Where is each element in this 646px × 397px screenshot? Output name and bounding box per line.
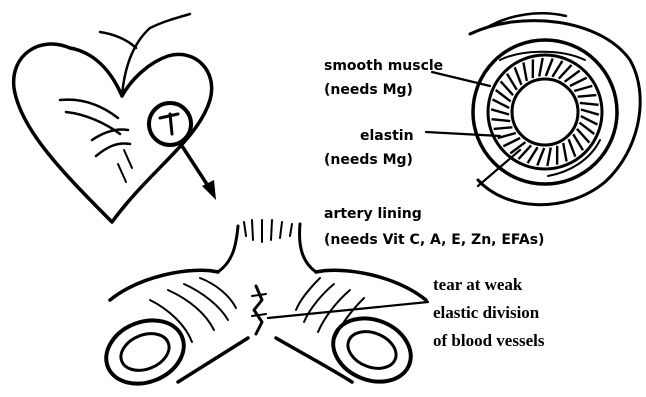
elastin-ring <box>491 58 599 166</box>
elastin-fiber <box>528 147 538 163</box>
elastin-fiber <box>581 116 598 125</box>
elastin-fiber <box>552 61 562 77</box>
elastin-fiber <box>523 63 526 82</box>
tear-label-line-1: tear at weak <box>433 275 523 294</box>
smooth-muscle-label: smooth muscle <box>324 58 443 74</box>
elastin-fiber <box>563 143 566 162</box>
elastin-fiber <box>546 59 553 77</box>
elastin-label: elastin <box>360 128 414 144</box>
smooth-muscle-note: (needs Mg) <box>324 82 413 98</box>
elastin-fiber <box>501 81 513 95</box>
elastin-fiber <box>580 103 599 105</box>
elastin-fiber <box>565 71 580 82</box>
elastin-fiber <box>577 129 590 143</box>
tear-label-line-3: of blood vessels <box>433 331 545 350</box>
elastin-fiber <box>492 119 511 121</box>
heart-icon <box>14 14 216 222</box>
elastin-fiber <box>578 95 597 97</box>
elastin-fiber <box>581 110 599 115</box>
elastin-fiber <box>503 138 520 146</box>
elastin-fiber <box>491 109 509 114</box>
elastin-fiber <box>574 86 592 91</box>
elastin-fiber <box>569 139 576 157</box>
elastin-note: (needs Mg) <box>324 152 413 168</box>
elastin-fiber <box>515 67 522 85</box>
artery-lining-label: artery lining <box>324 206 422 222</box>
elastin-fiber <box>573 134 583 150</box>
tear-label-line-2: elastic division <box>433 303 540 322</box>
elastin-fiber <box>539 58 543 77</box>
elastin-fiber <box>570 78 587 86</box>
elastin-fiber <box>507 74 517 90</box>
elastin-fiber <box>537 148 544 166</box>
elastin-fiber <box>493 99 510 108</box>
elastin-fiber <box>494 127 513 129</box>
elastin-fiber <box>547 148 551 167</box>
artery-cross-section-icon <box>470 13 640 204</box>
artery-lining-note: (needs Vit C, A, E, Zn, EFAs) <box>324 232 544 248</box>
